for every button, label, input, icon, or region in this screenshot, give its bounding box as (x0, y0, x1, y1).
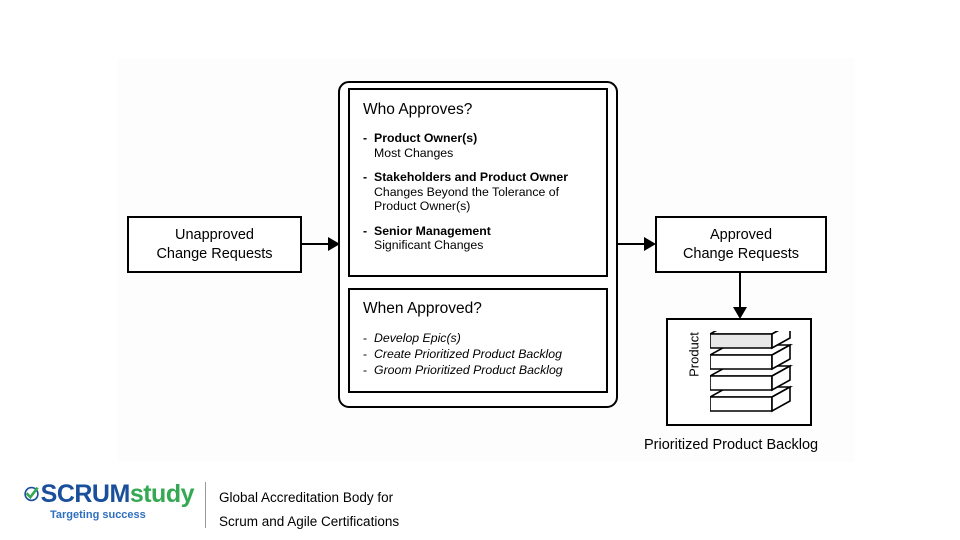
approver-detail: Changes Beyond the Tolerance of Product … (374, 184, 560, 214)
approved-change-requests-label: Approved Change Requests (682, 226, 800, 262)
unapproved-change-requests-box: Unapproved Change Requests (127, 216, 302, 273)
check-circle-icon (24, 486, 39, 502)
when-approved-heading: When Approved? (363, 300, 482, 317)
accreditation-text: Global Accreditation Body for Scrum and … (219, 486, 399, 534)
arrow-unapproved-to-decision-icon (300, 237, 340, 251)
when-approved-list: Develop Epic(s) Create Prioritized Produ… (363, 330, 593, 378)
approver-detail: Significant Changes (374, 238, 484, 252)
footer: SCRUM study Targeting success Global Acc… (0, 470, 960, 540)
prioritized-product-backlog-caption: Prioritized Product Backlog (644, 437, 819, 453)
arrow-decision-to-approved-icon (616, 237, 656, 251)
scrumstudy-logo: SCRUM study Targeting success (24, 480, 195, 521)
approver-role: Product Owner(s) (363, 131, 593, 146)
who-approves-panel: Who Approves? Product Owner(s) Most Chan… (348, 88, 608, 277)
arrow-approved-to-backlog-icon (733, 271, 747, 319)
approver-item: Stakeholders and Product Owner Changes B… (363, 170, 593, 214)
when-approved-item: Create Prioritized Product Backlog (363, 346, 593, 362)
brand-tagline: Targeting success (50, 509, 146, 521)
footer-divider (205, 482, 206, 528)
when-approved-item: Develop Epic(s) (363, 330, 593, 346)
brand-name-scrum: SCRUM (40, 480, 131, 508)
who-approves-heading: Who Approves? (363, 101, 473, 118)
accreditation-line-2: Scrum and Agile Certifications (219, 514, 400, 529)
accreditation-line-1: Global Accreditation Body for (219, 490, 394, 505)
brand-wordmark: SCRUM study (24, 480, 195, 508)
when-approved-panel: When Approved? Develop Epic(s) Create Pr… (348, 288, 608, 393)
prioritized-product-backlog-box: Product (666, 318, 812, 426)
when-approved-item: Groom Prioritized Product Backlog (363, 362, 593, 378)
approver-detail: Most Changes (374, 145, 454, 160)
backlog-slab-stack-icon (710, 331, 794, 413)
approver-role: Stakeholders and Product Owner (363, 170, 593, 185)
backlog-axis-label: Product (686, 332, 702, 377)
approver-item: Product Owner(s) Most Changes (363, 131, 593, 160)
unapproved-change-requests-label: Unapproved Change Requests (156, 226, 273, 262)
approved-change-requests-box: Approved Change Requests (655, 216, 827, 273)
brand-name-study: study (129, 480, 195, 508)
approver-item: Senior Management Significant Changes (363, 224, 593, 253)
approver-role: Senior Management (363, 224, 593, 239)
